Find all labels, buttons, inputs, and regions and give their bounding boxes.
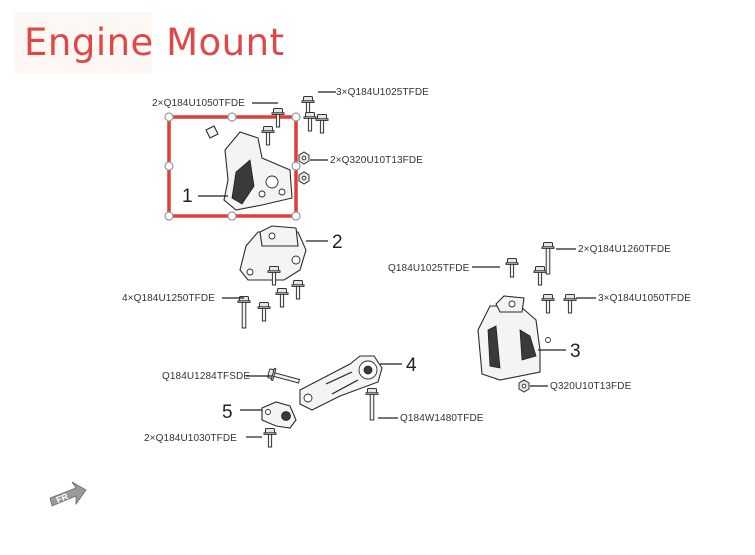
- callout-label: 2×Q320U10T13FDE: [330, 155, 423, 166]
- resize-handle[interactable]: [164, 211, 174, 221]
- part-1-engine-mount[interactable]: [205, 125, 293, 211]
- callout-label: 4×Q184U1250TFDE: [122, 293, 215, 304]
- part-number: 5: [222, 402, 233, 423]
- resize-handle[interactable]: [227, 211, 237, 221]
- resize-handle[interactable]: [291, 112, 301, 122]
- resize-handle[interactable]: [164, 112, 174, 122]
- part-number: 4: [406, 355, 417, 376]
- part-4-torque-rod[interactable]: [299, 355, 383, 411]
- part-number: 1: [182, 186, 193, 207]
- resize-handle[interactable]: [227, 112, 237, 122]
- callout-label: 3×Q184U1050TFDE: [598, 293, 691, 304]
- callout-label: Q184U1025TFDE: [388, 263, 470, 274]
- resize-handle[interactable]: [291, 211, 301, 221]
- selection-box[interactable]: [164, 112, 301, 221]
- callout-label: Q184U1284TFSDE: [162, 371, 250, 382]
- resize-handle[interactable]: [164, 161, 174, 171]
- part-number: 3: [570, 341, 581, 362]
- callout-labels: 2×Q184U1050TFDE 3×Q184U1025TFDE 2×Q320U1…: [122, 87, 691, 444]
- part-5-fasteners: [263, 428, 277, 448]
- callout-label: 2×Q184U1050TFDE: [152, 98, 245, 109]
- part-5-bracket[interactable]: [261, 401, 297, 429]
- fr-badge-text: FR: [55, 491, 70, 505]
- part-3-mount[interactable]: [477, 295, 551, 381]
- callout-label: 2×Q184U1030TFDE: [144, 433, 237, 444]
- callout-label: 3×Q184U1025TFDE: [336, 87, 429, 98]
- callout-label: 2×Q184U1260TFDE: [578, 244, 671, 255]
- resize-handle[interactable]: [291, 161, 301, 171]
- part-numbers: 1 2 3 4 5: [182, 186, 581, 423]
- leader-lines: [198, 91, 596, 438]
- page-title: Engine Mount: [24, 21, 285, 64]
- callout-label: Q320U10T13FDE: [550, 381, 632, 392]
- part-2-bracket[interactable]: [239, 225, 307, 281]
- part-number: 2: [332, 232, 343, 253]
- callout-label: Q184W1480TFDE: [400, 413, 484, 424]
- fr-arrow-icon: FR: [49, 481, 87, 507]
- title-background: [14, 12, 152, 74]
